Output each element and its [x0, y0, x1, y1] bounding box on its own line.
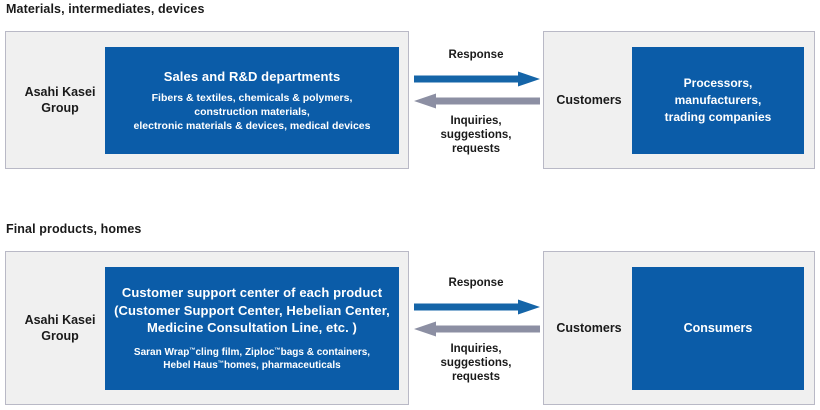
group-label-line1: Asahi Kasei	[24, 85, 96, 99]
processors-manufacturers-box: Processors, manufacturers, trading compa…	[632, 47, 804, 154]
inquiries-line2: suggestions,	[440, 129, 512, 142]
inquiries-line1: Inquiries,	[450, 343, 502, 355]
brand-saran-wrap: Saran Wrap	[133, 346, 190, 358]
consumers-box: Consumers	[632, 267, 804, 390]
arrow-left-icon	[414, 93, 540, 109]
section-title-final-products: Final products, homes	[6, 222, 142, 236]
response-label-materials: Response	[448, 49, 504, 61]
trademark-icon: ™	[189, 346, 196, 354]
customers-panel-final: Customers Consumers	[543, 251, 815, 405]
inquiries-line3: requests	[452, 143, 500, 156]
arrow-zone-final: Response Inquiries, suggestions, request…	[409, 251, 543, 405]
group-label-line1: Asahi Kasei	[24, 313, 96, 327]
response-arrow-materials	[414, 71, 540, 87]
arrow-left-icon	[414, 321, 540, 337]
group-label-materials: Asahi Kasei Group	[14, 32, 106, 168]
processors-text: Processors, manufacturers, trading compa…	[665, 75, 772, 126]
inquiries-arrow-final	[414, 321, 540, 337]
sales-rnd-sub-line3: electronic materials & devices, medical …	[133, 120, 371, 133]
sales-rnd-subtext: Fibers & textiles, chemicals & polymers,…	[134, 91, 371, 134]
asahi-kasei-group-panel-materials: Asahi Kasei Group Sales and R&D departme…	[5, 31, 409, 169]
customer-support-heading-line1: Customer support center of each product	[121, 285, 383, 301]
trademark-icon: ™	[217, 360, 224, 368]
sales-rnd-sub-line2: construction materials,	[194, 105, 310, 118]
group-label-line2: Group	[41, 329, 79, 343]
inquiries-label-final: Inquiries, suggestions, requests	[409, 342, 543, 384]
customers-label-materials: Customers	[556, 93, 622, 107]
customer-support-heading-line2: (Customer Support Center, Hebelian Cente…	[114, 302, 390, 318]
inquiries-arrow-materials	[414, 93, 540, 109]
sub-line2-end: homes, pharmaceuticals	[223, 360, 341, 372]
sub-line1-end: bags & containers,	[280, 346, 371, 358]
asahi-kasei-group-panel-final: Asahi Kasei Group Customer support cente…	[5, 251, 409, 405]
arrow-right-icon	[414, 299, 540, 315]
inquiries-line2: suggestions,	[440, 357, 512, 370]
processors-line3: trading companies	[664, 110, 772, 125]
brand-hebel-haus: Hebel Haus	[163, 360, 218, 372]
customer-support-heading-line3: Medicine Consultation Line, etc. )	[147, 320, 357, 336]
consumers-text: Consumers	[684, 320, 753, 338]
inquiries-label-materials: Inquiries, suggestions, requests	[409, 114, 543, 156]
consumers-line1: Consumers	[683, 320, 753, 335]
group-label-line2: Group	[41, 101, 79, 115]
inquiries-line1: Inquiries,	[450, 115, 502, 127]
customer-support-subtext: Saran Wrap™cling film, Ziploc™bags & con…	[134, 346, 370, 373]
sales-rnd-departments-box: Sales and R&D departments Fibers & texti…	[105, 47, 399, 154]
response-arrow-final	[414, 299, 540, 315]
response-label-final: Response	[448, 277, 504, 289]
inquiries-line3: requests	[452, 371, 500, 384]
customer-support-center-box: Customer support center of each product …	[105, 267, 399, 390]
sales-rnd-heading: Sales and R&D departments	[163, 68, 341, 84]
processors-line2: manufacturers,	[674, 92, 762, 107]
arrow-right-icon	[414, 71, 540, 87]
customer-support-heading: Customer support center of each product …	[114, 284, 390, 336]
customers-panel-materials: Customers Processors, manufacturers, tra…	[543, 31, 815, 169]
sales-rnd-sub-line1: Fibers & textiles, chemicals & polymers,	[151, 91, 353, 104]
customers-label-final: Customers	[556, 321, 622, 335]
sub-line1-mid: cling film, Ziploc	[195, 346, 275, 358]
group-label-final: Asahi Kasei Group	[14, 252, 106, 404]
section-title-materials: Materials, intermediates, devices	[6, 2, 205, 16]
processors-line1: Processors,	[683, 75, 753, 90]
trademark-icon: ™	[274, 346, 281, 354]
arrow-zone-materials: Response Inquiries, suggestions, request…	[409, 31, 543, 169]
